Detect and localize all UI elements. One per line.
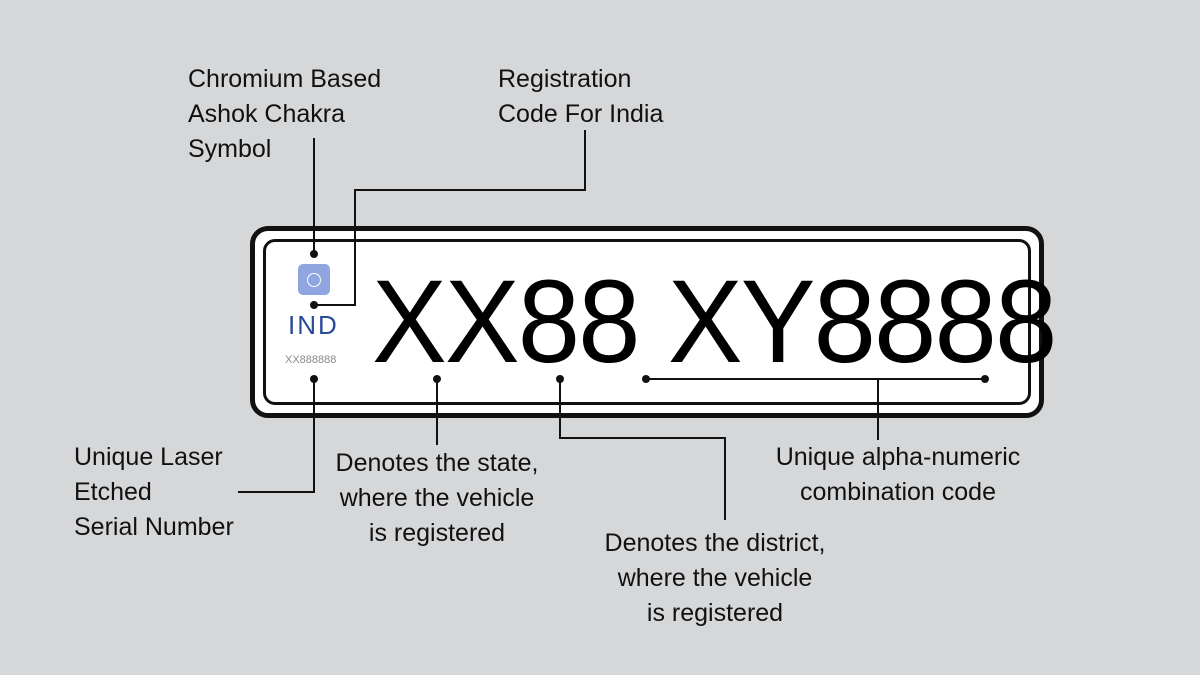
label-chakra: Chromium Based Ashok Chakra Symbol	[188, 62, 381, 167]
country-code: IND	[288, 310, 339, 340]
label-combination: Unique alpha-numeric combination code	[748, 440, 1048, 510]
label-line: Ashok Chakra	[188, 100, 346, 128]
label-line: Serial Number	[74, 513, 234, 541]
label-line: Chromium Based	[188, 65, 382, 93]
ashok-chakra-icon	[298, 264, 330, 295]
label-district: Denotes the district, where the vehicle …	[585, 526, 845, 631]
label-line: where the vehicle	[339, 484, 535, 512]
label-state: Denotes the state, where the vehicle is …	[332, 446, 542, 551]
laser-serial: XX888888	[285, 354, 337, 366]
label-line: Denotes the state,	[335, 449, 539, 477]
label-line: Unique alpha-numeric	[775, 443, 1021, 471]
label-line: Registration	[498, 65, 632, 93]
label-line: Symbol	[188, 135, 272, 163]
license-plate	[250, 226, 1044, 418]
label-line: Etched	[74, 478, 152, 506]
label-line: is registered	[646, 599, 784, 627]
label-line: Unique Laser	[74, 443, 223, 471]
plate-inner-border	[263, 239, 1031, 405]
plate-number: XX88 XY8888	[372, 256, 1057, 388]
label-registration: Registration Code For India	[498, 62, 663, 132]
label-laser: Unique Laser Etched Serial Number	[74, 440, 234, 545]
label-line: combination code	[800, 478, 996, 506]
label-line: Denotes the district,	[604, 529, 826, 557]
label-line: is registered	[368, 519, 506, 547]
label-line: where the vehicle	[617, 564, 813, 592]
label-line: Code For India	[498, 100, 664, 128]
